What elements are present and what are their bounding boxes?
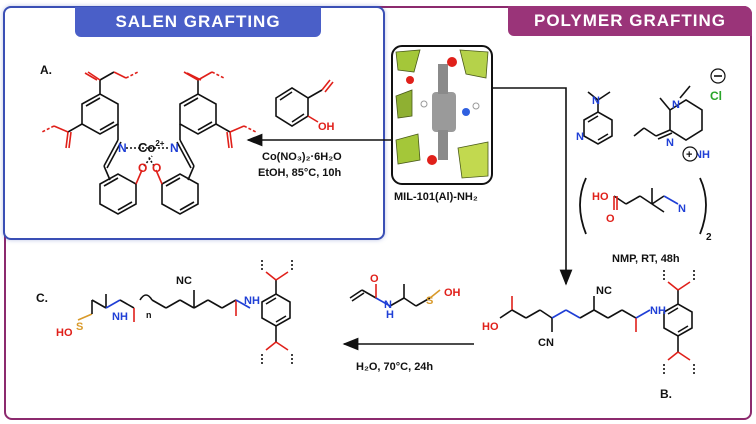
- compound-c-ho: HO: [56, 327, 73, 339]
- amps-sulfur: S: [426, 295, 433, 307]
- positive-charge-icon: [682, 146, 698, 162]
- acva-subscript: 2: [706, 232, 712, 243]
- left-terephthalate-ring: [81, 93, 119, 135]
- polymerization-conditions: H₂O, 70°C, 24h: [356, 361, 433, 373]
- edc-structure: [633, 85, 703, 141]
- left-parenthesis: [579, 177, 587, 235]
- compound-b-ho: HO: [482, 321, 499, 333]
- right-phenolate-ring: [161, 173, 199, 215]
- mof-structure-image: [391, 45, 493, 185]
- amps-oh: OH: [444, 287, 461, 299]
- salen-grafting-header: SALEN GRAFTING: [75, 7, 321, 37]
- compound-c-amide-nh: NH: [112, 311, 128, 323]
- left-imine-nitrogen: N: [118, 141, 127, 155]
- edc-nh: NH: [694, 149, 710, 161]
- amps-carbonyl-o: O: [370, 273, 379, 285]
- polymer-conditions: NMP, RT, 48h: [612, 253, 680, 265]
- edc-n-methyl: N: [672, 99, 680, 111]
- compound-b-nh: NH: [650, 305, 666, 317]
- edc-n-imine: N: [666, 137, 674, 149]
- amps-monomer-structure: [349, 284, 441, 307]
- compound-b-cn: CN: [538, 337, 554, 349]
- salen-conditions-line1: Co(NO₃)₂·6H₂O: [262, 151, 342, 163]
- salicylaldehyde-oh: OH: [318, 121, 335, 133]
- positive-charge-sign: +: [686, 149, 692, 161]
- amps-nh: HN: [384, 299, 394, 321]
- salen-complex-structure: [41, 71, 257, 215]
- compound-b-nc: NC: [596, 285, 612, 297]
- chloride-counterion: Cl: [710, 89, 722, 103]
- acva-structure: [613, 188, 679, 213]
- label-c: C.: [36, 291, 48, 305]
- left-phenolate-oxygen: O: [138, 161, 147, 175]
- dmap-pyridine-n: N: [576, 131, 584, 143]
- acva-carbonyl-o: O: [606, 213, 615, 225]
- salen-grafting-panel: SALEN GRAFTING: [3, 6, 385, 240]
- salen-conditions-line2: EtOH, 85°C, 10h: [258, 167, 342, 179]
- label-a: A.: [40, 63, 52, 77]
- right-phenolate-oxygen: O: [152, 161, 161, 175]
- label-b: B.: [660, 387, 672, 401]
- polymer-grafting-header: POLYMER GRAFTING: [508, 6, 752, 36]
- right-terephthalate-ring: [179, 93, 217, 135]
- compound-c-nc: NC: [176, 275, 192, 287]
- acva-ho: HO: [592, 191, 609, 203]
- acva-azo-n: N: [678, 203, 686, 215]
- dmap-structure: [583, 91, 613, 145]
- left-phenolate-ring: [99, 173, 137, 215]
- compound-b-structure: [499, 270, 695, 376]
- cobalt-center: Co2+: [138, 139, 165, 155]
- repeat-unit-n: n: [146, 310, 152, 320]
- compound-c-sulfur: S: [76, 321, 83, 333]
- compound-c-aryl-nh: NH: [244, 295, 260, 307]
- right-imine-nitrogen: N: [170, 141, 179, 155]
- compound-c-structure: [77, 260, 293, 366]
- polymer-grafting-arrow: [492, 87, 573, 286]
- salicylaldehyde-structure: [275, 79, 334, 127]
- mof-label: MIL-101(Al)-NH₂: [394, 191, 478, 203]
- dmap-amine-n: N: [592, 95, 600, 107]
- right-parenthesis: [699, 177, 707, 235]
